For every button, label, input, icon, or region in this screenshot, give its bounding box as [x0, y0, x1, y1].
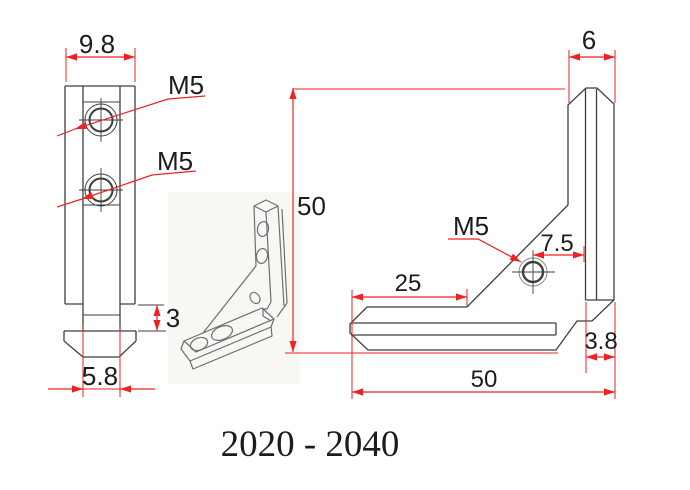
- front-pocket-lines: [83, 101, 120, 316]
- iso-arm-front-left-edge: [253, 205, 257, 267]
- iso-flange-bottom-strip: [189, 326, 273, 370]
- photo-backdrop: [168, 192, 300, 384]
- dim-label-side-hole-offset: 7.5: [540, 230, 573, 257]
- front-flange: [63, 330, 137, 358]
- side-outline: [349, 87, 615, 351]
- dim-label-side-tab-width: 3.8: [584, 328, 617, 355]
- front-view-part: [63, 85, 166, 358]
- dimension-lines: [48, 48, 616, 399]
- dim-6-extensions: [568, 50, 616, 103]
- dim-label-side-top-thickness: 6: [582, 25, 596, 55]
- part-number-title: 2020 - 2040: [221, 424, 400, 465]
- dim-label-front-step: 3: [166, 303, 180, 333]
- dim-label-side-length: 50: [471, 366, 498, 393]
- iso-arm-front-right-edge: [265, 211, 272, 303]
- iso-arm-rail: [276, 205, 288, 318]
- dim-label-front-hole1: M5: [168, 70, 204, 100]
- dim-label-side-inner-length: 25: [395, 270, 422, 297]
- leader-m5-side-hole: [448, 238, 522, 263]
- iso-web-hole: [249, 291, 261, 305]
- dim-5-8-extensions: [82, 326, 121, 397]
- iso-flange-slot-hole-2: [189, 336, 209, 352]
- side-horizontal-slot-lines: [351, 322, 557, 336]
- side-vertical-slot-lines: [584, 89, 614, 301]
- iso-sketch: [180, 199, 288, 370]
- front-step-extension-lines: [138, 304, 166, 332]
- leader-m5-hole2: [81, 170, 197, 200]
- hole2-crosshair: [79, 168, 123, 212]
- iso-gusset-edge: [202, 265, 257, 334]
- leader-m5-hole1-tail: [56, 128, 76, 137]
- front-slot-lines: [82, 86, 121, 331]
- dim-label-front-top-width: 9.8: [79, 29, 115, 59]
- dim-label-side-height: 50: [297, 191, 326, 221]
- leader-m5-hole1: [74, 95, 206, 130]
- dim-label-side-hole: M5: [453, 211, 489, 241]
- dim-label-front-hole2: M5: [157, 146, 193, 176]
- dimension-labels: 9.8 M5 M5 3 5.8 6 50 M5 7.5 25 3.8 50 20…: [79, 25, 618, 465]
- iso-arm-slot-hole-1: [256, 220, 270, 238]
- dim-3-8-extensions: [585, 302, 616, 399]
- side-view-part: [349, 87, 615, 351]
- iso-arm-slot-hole-2: [255, 247, 269, 265]
- leader-m5-hole2-tail: [56, 198, 83, 208]
- dim-label-front-bottom-width: 5.8: [82, 361, 118, 391]
- iso-flange-slot-hole-1: [210, 325, 234, 341]
